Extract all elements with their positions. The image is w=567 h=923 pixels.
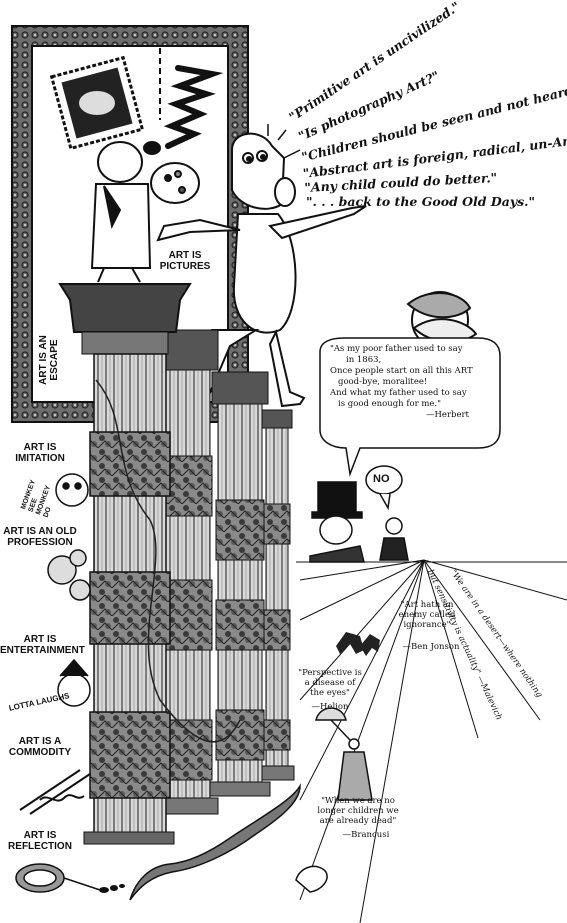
reclining-figure — [295, 865, 328, 893]
flower-face-icon — [47, 549, 91, 601]
label-art-is-pictures: ART IS PICTURES — [159, 250, 211, 272]
quote-helion-attribution: —Helion — [311, 702, 349, 712]
quote-helion: "Perspective is a disease of the eyes" — [298, 668, 362, 698]
quote-good-old-days: ". . . back to the Good Old Days." — [306, 194, 535, 209]
artist-figure — [90, 141, 200, 283]
label-art-is-imitation: ART IS IMITATION — [15, 442, 65, 464]
jester-face-icon — [57, 658, 91, 707]
quote-brancusi: "When we are no longer children we are a… — [317, 796, 399, 826]
woman-with-parasol — [315, 707, 373, 801]
quote-jonson: "Art hath an enemy called ignorance" — [398, 600, 456, 630]
horse-riders-icon — [336, 632, 380, 656]
held-picture — [49, 55, 145, 151]
brushes-icon — [19, 769, 91, 815]
lizard-icon — [129, 783, 301, 901]
brush-marks-icon — [163, 65, 224, 149]
monkey-face-icon — [55, 473, 89, 507]
label-art-is-reflection: ART IS REFLECTION — [8, 830, 72, 852]
label-art-is-entertainment: ART IS ENTERTAINMENT — [0, 634, 85, 656]
speech-bubble-outline — [319, 337, 501, 477]
quote-brancusi-attribution: —Brancusi — [342, 830, 390, 840]
label-art-is-an-escape: ART IS AN ESCAPE — [38, 335, 60, 385]
no-bubble-text: NO — [373, 473, 390, 485]
bubble-line: is good enough for me." — [338, 399, 442, 409]
perspective-rays — [296, 559, 567, 923]
bubble-line: Once people start on all this ART — [330, 366, 473, 376]
bubble-line: "As my poor father used to say — [330, 344, 463, 354]
corinthian-columns — [58, 283, 295, 845]
bubble-line: And what my father used to say — [330, 388, 467, 398]
small-man — [379, 517, 409, 561]
bubble-line: in 1863, — [346, 355, 382, 365]
label-art-is-a-commodity: ART IS A COMMODITY — [8, 736, 72, 758]
vine-decoration — [95, 379, 241, 743]
top-hat-man — [309, 481, 365, 563]
label-art-is-an-old-profession: ART IS AN OLD PROFESSION — [3, 526, 77, 548]
bubble-line: good-bye, moralitee! — [338, 377, 428, 387]
mirror-icon — [15, 863, 101, 893]
speech-bubble-text: "As my poor father used to say in 1863, … — [330, 344, 496, 421]
bubble-attribution: —Herbert — [426, 410, 469, 420]
ant-icon — [99, 884, 125, 893]
quote-jonson-attribution: —Ben Jonson — [402, 642, 460, 652]
